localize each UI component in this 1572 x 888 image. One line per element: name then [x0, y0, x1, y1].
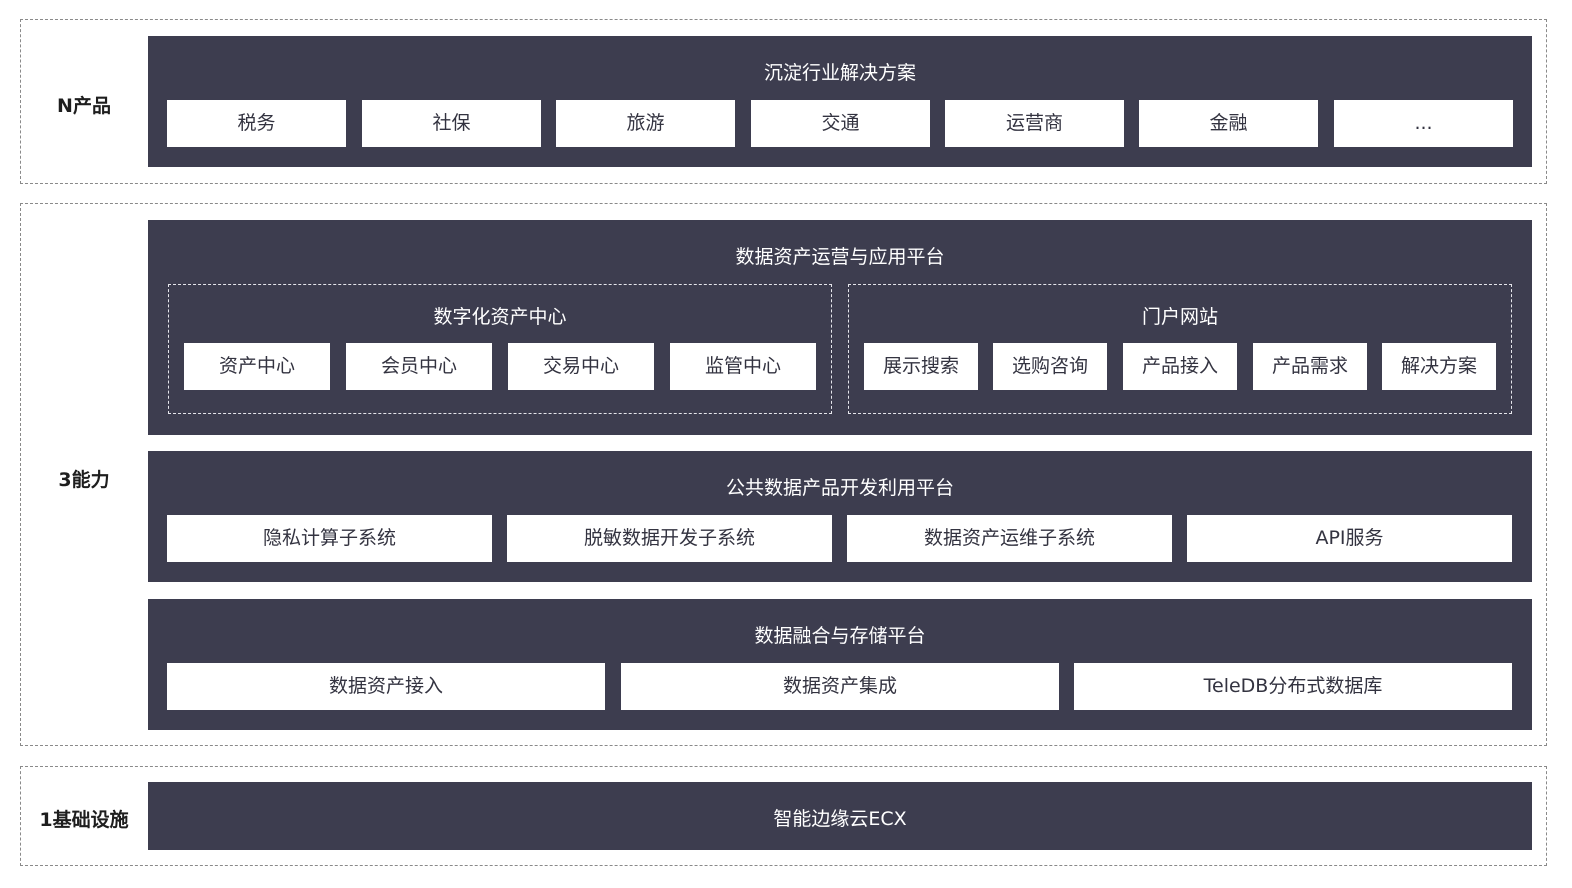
solution-box-more: ...	[1334, 100, 1513, 147]
subsystem-box-desensitized-dev: 脱敏数据开发子系统	[507, 515, 832, 562]
tier-label-products: N产品	[57, 95, 111, 117]
portal-box-consult: 选购咨询	[993, 343, 1107, 390]
subsystem-box-asset-ops: 数据资产运维子系统	[847, 515, 1172, 562]
subgroup-title-portal: 门户网站	[1141, 306, 1218, 328]
center-box-trade: 交易中心	[508, 343, 654, 390]
fusion-box-asset-integration: 数据资产集成	[621, 663, 1059, 710]
subgroup-digital-asset-center: 数字化资产中心 资产中心 会员中心 交易中心 监管中心	[168, 284, 832, 414]
panel-title-public-data-platform: 公共数据产品开发利用平台	[725, 477, 954, 499]
portal-box-product-access: 产品接入	[1123, 343, 1237, 390]
center-box-supervision: 监管中心	[670, 343, 816, 390]
solution-box-social-security: 社保	[362, 100, 541, 147]
solution-box-tourism: 旅游	[556, 100, 735, 147]
fusion-box-asset-access: 数据资产接入	[167, 663, 605, 710]
center-box-asset: 资产中心	[184, 343, 330, 390]
solution-box-finance: 金融	[1139, 100, 1318, 147]
subgroup-title-digital-asset-center: 数字化资产中心	[433, 306, 567, 328]
subsystem-box-api-service: API服务	[1187, 515, 1512, 562]
portal-box-solutions: 解决方案	[1382, 343, 1496, 390]
panel-public-data-platform: 公共数据产品开发利用平台 隐私计算子系统 脱敏数据开发子系统 数据资产运维子系统…	[148, 451, 1532, 582]
panel-title-fusion-storage-platform: 数据融合与存储平台	[754, 625, 926, 647]
tier-infrastructure: 1基础设施	[20, 766, 1547, 866]
panel-title-industry-solutions: 沉淀行业解决方案	[763, 62, 916, 84]
portal-box-search: 展示搜索	[864, 343, 978, 390]
tier-label-capabilities: 3能力	[58, 469, 110, 491]
fusion-box-teledb: TeleDB分布式数据库	[1074, 663, 1512, 710]
panel-asset-platform: 数据资产运营与应用平台 数字化资产中心 资产中心 会员中心 交易中心 监管中心 …	[148, 220, 1532, 435]
panel-industry-solutions: 沉淀行业解决方案 税务 社保 旅游 交通 运营商 金融 ...	[148, 36, 1532, 167]
subgroup-portal: 门户网站 展示搜索 选购咨询 产品接入 产品需求 解决方案	[848, 284, 1512, 414]
subsystem-box-privacy-computing: 隐私计算子系统	[167, 515, 492, 562]
panel-infrastructure: 智能边缘云ECX	[148, 782, 1532, 850]
portal-box-product-demand: 产品需求	[1253, 343, 1367, 390]
panel-fusion-storage-platform: 数据融合与存储平台 数据资产接入 数据资产集成 TeleDB分布式数据库	[148, 599, 1532, 730]
solution-box-operator: 运营商	[945, 100, 1124, 147]
panel-title-asset-platform: 数据资产运营与应用平台	[735, 246, 945, 268]
panel-title-infrastructure: 智能边缘云ECX	[773, 808, 907, 830]
tier-products: N产品	[20, 19, 1547, 184]
solution-box-tax: 税务	[167, 100, 346, 147]
tier-capabilities: 3能力	[20, 203, 1547, 746]
tier-label-infrastructure: 1基础设施	[39, 809, 129, 831]
solution-box-transport: 交通	[751, 100, 930, 147]
center-box-member: 会员中心	[346, 343, 492, 390]
